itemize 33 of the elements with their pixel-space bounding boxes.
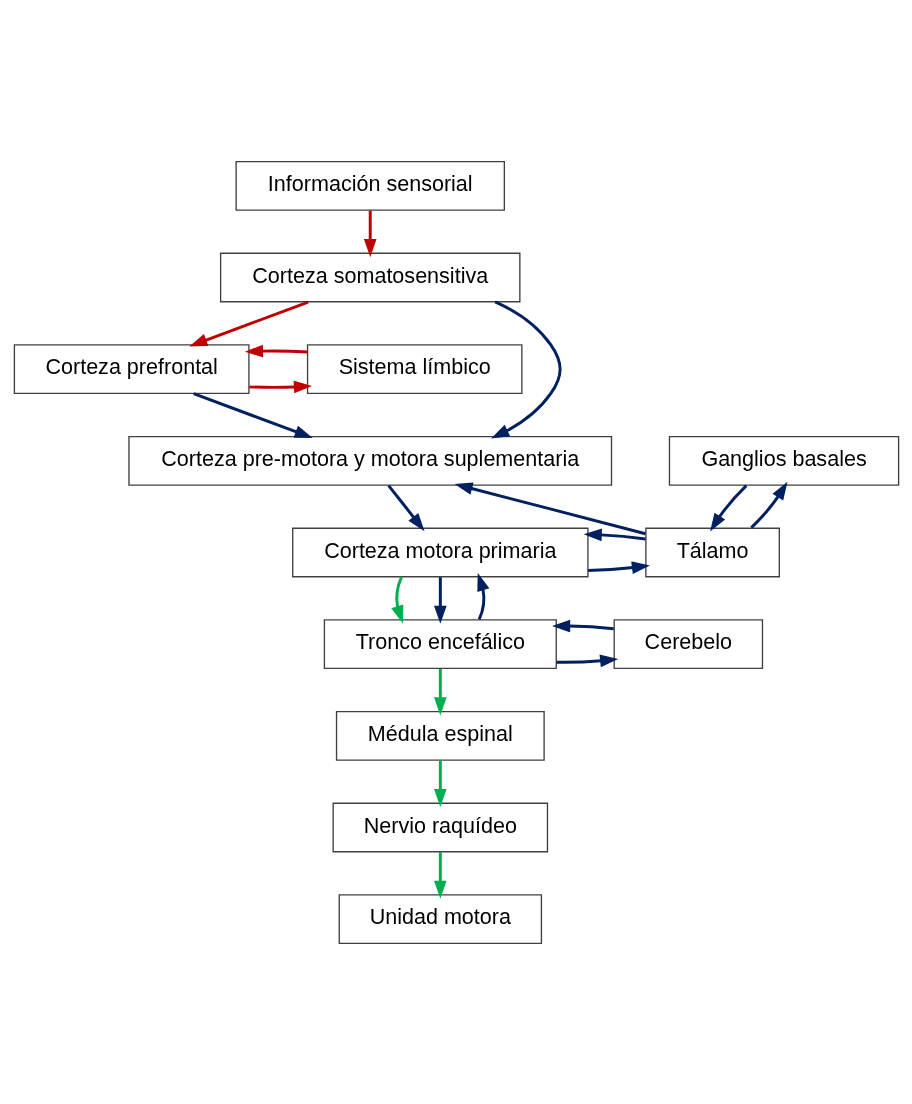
arrow xyxy=(363,210,377,257)
node-box: Médula espinal xyxy=(335,710,545,761)
node-box: Unidad motora xyxy=(338,893,542,944)
arrow xyxy=(433,668,447,715)
arrow xyxy=(192,391,313,438)
arrow xyxy=(583,528,646,541)
node-box: Corteza prefrontal xyxy=(13,343,250,394)
arrow xyxy=(433,851,447,899)
arrow xyxy=(551,619,614,632)
node-box: Ganglios basales xyxy=(668,435,899,486)
arrow xyxy=(476,572,489,620)
node-box: Cerebelo xyxy=(613,618,763,669)
node-box: Tronco encefálico xyxy=(323,618,557,669)
arrow xyxy=(188,300,309,346)
arrow xyxy=(248,380,312,393)
arrow xyxy=(433,576,447,624)
arrow xyxy=(587,560,650,574)
node-box: Corteza pre-motora y motora suplementaria xyxy=(127,435,612,486)
node-box: Información sensorial xyxy=(234,160,505,211)
node-box: Sistema límbico xyxy=(306,343,523,394)
arrow xyxy=(244,344,308,357)
arrow xyxy=(433,760,447,807)
node-box: Corteza somatosensitiva xyxy=(219,252,521,302)
arrow xyxy=(749,481,788,529)
node-box: Tálamo xyxy=(644,527,780,577)
arrow xyxy=(454,482,646,535)
arrow xyxy=(709,484,747,531)
arrow xyxy=(390,576,403,624)
arrow xyxy=(556,654,618,667)
arrow xyxy=(490,300,561,438)
arrow xyxy=(387,484,425,531)
node-box: Nervio raquídeo xyxy=(332,802,548,852)
node-box: Corteza motora primaria xyxy=(291,527,589,577)
